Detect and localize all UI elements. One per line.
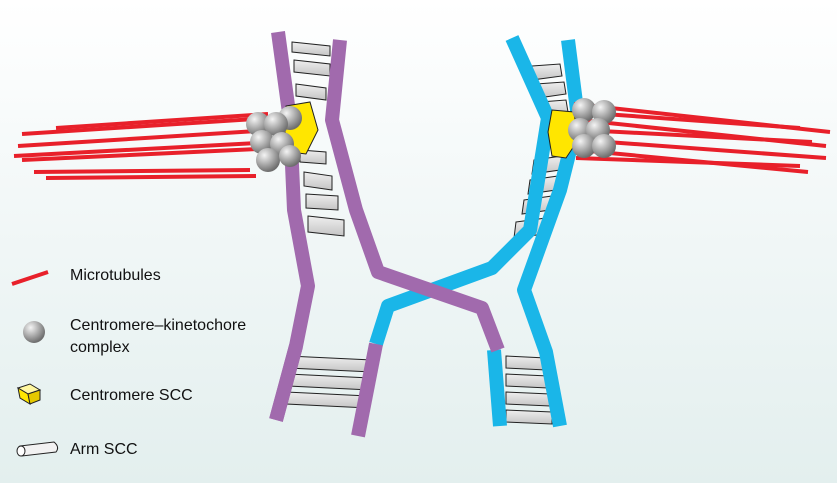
legend-microtubules: Microtubules <box>70 266 161 286</box>
legend-centromere-kinetochore-line1: Centromere–kinetochore <box>70 316 246 336</box>
centromere-cube-icon <box>18 384 40 404</box>
arm-cylinder-icon <box>17 442 58 456</box>
purple-chromatid-lower-left <box>276 346 296 420</box>
cyan-chromatid-lower-left <box>494 350 500 426</box>
purple-chromatid-lower-right <box>358 344 376 436</box>
legend-centromere-kinetochore-line2: complex <box>70 338 130 358</box>
microtubule <box>34 170 250 172</box>
microtubules-left <box>14 114 280 178</box>
legend-centromere-scc: Centromere SCC <box>70 386 193 406</box>
legend-arm-scc: Arm SCC <box>70 440 138 460</box>
kinetochore-sphere-icon <box>23 321 45 343</box>
microtubule <box>46 176 256 178</box>
microtubule-legend-swatch <box>12 272 48 284</box>
centromere-kinetochore-complex-right <box>568 98 616 158</box>
